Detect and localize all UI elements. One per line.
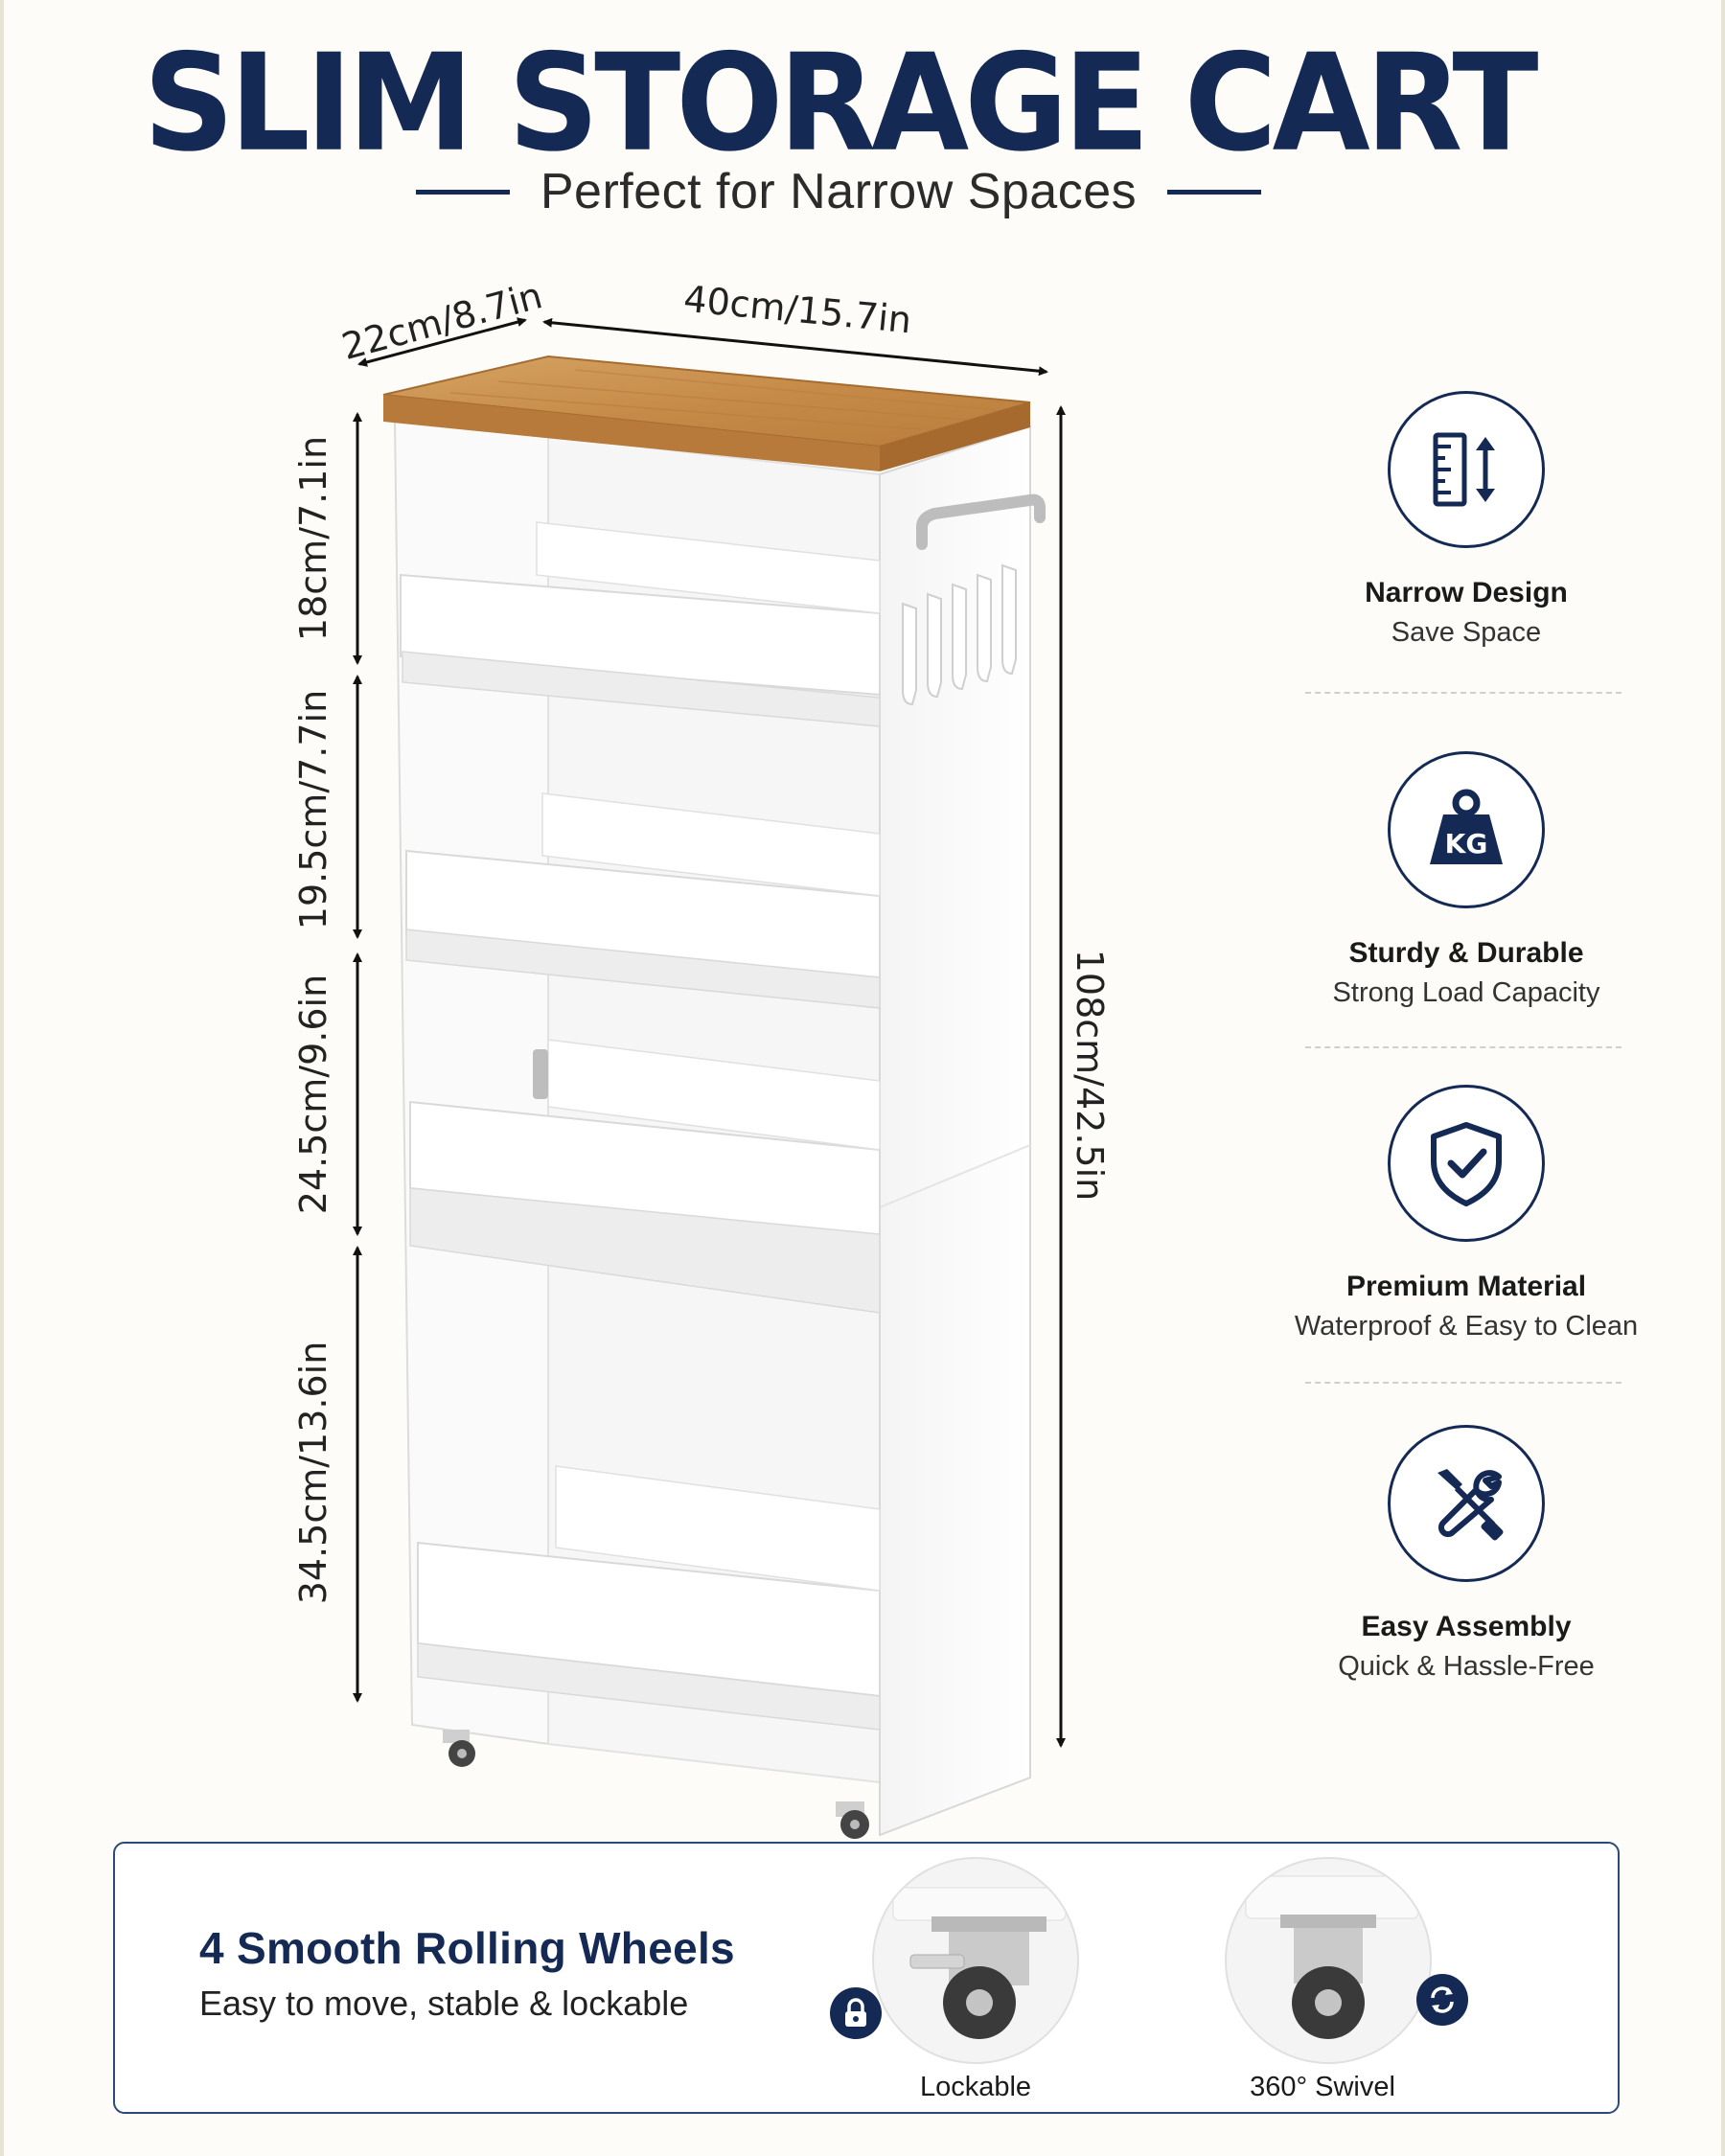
cart-side-handle [916, 493, 1046, 550]
left-border [0, 0, 4, 2156]
right-border [1721, 0, 1725, 2156]
subtitle-row: Perfect for Narrow Spaces [0, 163, 1677, 220]
subtitle-rule-left [415, 189, 510, 195]
cart-wood-top [382, 355, 1031, 471]
lock-icon [830, 1987, 882, 2039]
feature-title: Easy Assembly [1361, 1611, 1572, 1642]
feature-premium-material: Premium Material Waterproof & Easy to Cl… [1284, 1085, 1648, 1342]
wheels-title: 4 Smooth Rolling Wheels [199, 1923, 735, 1973]
lockable-label: Lockable [919, 2072, 1032, 2102]
total-height-label: 108cm/42.5in [1069, 950, 1111, 1202]
feature-divider [1305, 1382, 1622, 1384]
feature-divider [1305, 1046, 1622, 1048]
shield-check-icon [1388, 1085, 1545, 1242]
subtitle-rule-right [1167, 189, 1262, 195]
tier-3-height-label: 24.5cm/9.6in [292, 975, 334, 1214]
cart-hooks [902, 563, 1017, 706]
cart-shelf-4 [417, 1465, 881, 1731]
feature-subtitle: Strong Load Capacity [1332, 977, 1600, 1008]
tier-2-height-label: 19.5cm/7.7in [292, 690, 334, 929]
width-dimension-label: 40cm/15.7in [682, 278, 913, 342]
cart-left-panel [393, 420, 549, 1746]
cart-back-panel [547, 434, 881, 1784]
feature-title: Sturdy & Durable [1348, 937, 1584, 969]
feature-title: Narrow Design [1365, 577, 1568, 608]
page-subtitle: Perfect for Narrow Spaces [540, 164, 1138, 219]
dimension-lines [353, 317, 1066, 1748]
cart-shelf-1 [400, 521, 881, 727]
feature-subtitle: Quick & Hassle-Free [1338, 1651, 1595, 1682]
feature-subtitle: Save Space [1391, 617, 1542, 648]
feature-easy-assembly: Easy Assembly Quick & Hassle-Free [1284, 1425, 1648, 1683]
feature-divider [1305, 692, 1622, 694]
cart-shelf-2 [405, 792, 881, 1009]
wheels-description: Easy to move, stable & lockable [199, 1984, 689, 2023]
weight-icon-text: KG [1445, 828, 1488, 860]
tier-4-height-label: 34.5cm/13.6in [292, 1342, 334, 1605]
tools-icon [1388, 1425, 1545, 1582]
cart-caster-front-right [836, 1801, 869, 1839]
page-title: SLIM STORAGE CART [143, 25, 1539, 182]
feature-title: Premium Material [1346, 1271, 1587, 1302]
rotate-icon [1416, 1974, 1468, 2026]
wheels-panel: 4 Smooth Rolling Wheels Easy to move, st… [113, 1842, 1620, 2114]
tier-1-height-label: 18cm/7.1in [292, 436, 334, 641]
cart-caster-front-left [443, 1730, 475, 1767]
cart-right-panel [879, 424, 1031, 1837]
swivel-label: 360° Swivel [1250, 2072, 1395, 2102]
feature-subtitle: Waterproof & Easy to Clean [1294, 1311, 1639, 1342]
feature-narrow-design: Narrow Design Save Space [1284, 391, 1648, 649]
ruler-icon [1388, 391, 1545, 548]
cart-shelf-3 [409, 1039, 881, 1314]
weight-icon: KG [1388, 751, 1545, 908]
swivel-caster-image [1225, 1857, 1432, 2064]
depth-dimension-label: 22cm/8.7in [337, 274, 546, 368]
feature-sturdy-durable: KG Sturdy & Durable Strong Load Capacity [1284, 751, 1648, 1009]
lockable-caster-image [872, 1857, 1079, 2064]
